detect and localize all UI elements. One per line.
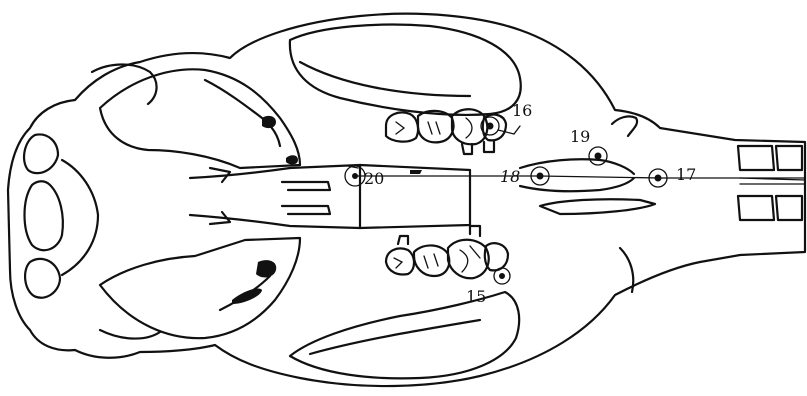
upper-foramen	[262, 116, 276, 128]
palatine-foramen	[410, 170, 422, 174]
condyle-lower-right	[776, 196, 802, 220]
pterygoid-upper	[520, 159, 634, 174]
premaxilla-mid-block	[25, 181, 63, 250]
notch-upper-right	[612, 116, 637, 136]
vomer-notch-upper	[282, 182, 330, 190]
occipital-notch	[620, 248, 633, 292]
vomer-notch-lower	[282, 206, 330, 214]
upper-snout-lobe	[92, 65, 157, 105]
upper-tympanic-inner	[300, 62, 470, 96]
svg-text:15: 15	[466, 287, 486, 306]
landmark-15: 15	[466, 268, 510, 306]
lower-snout-lobe	[100, 330, 160, 339]
incisive-arc	[62, 160, 98, 275]
palate-lower-border	[190, 215, 360, 228]
upper-tympanic-lobe	[290, 25, 521, 115]
landmark-20: 20	[345, 166, 384, 188]
skull-outline	[8, 14, 805, 386]
svg-text:19: 19	[570, 127, 590, 146]
premaxilla-left-block	[24, 134, 58, 173]
lower-molar-row	[386, 226, 508, 278]
condyle-upper-right	[776, 146, 802, 170]
condyle-upper	[738, 146, 774, 170]
lower-foramen-streak	[232, 288, 262, 304]
svg-text:17: 17	[676, 165, 696, 184]
premaxilla-lower-block	[25, 259, 60, 298]
lower-orbit-outline	[100, 238, 300, 338]
midline	[355, 176, 805, 180]
condyle-lower	[738, 196, 774, 220]
upper-zygomatic-inner	[205, 80, 280, 146]
svg-text:16: 16	[512, 101, 532, 120]
lower-tympanic-inner	[310, 320, 480, 354]
svg-text:18: 18	[500, 167, 520, 186]
svg-text:20: 20	[364, 169, 384, 188]
lower-foramen-large	[256, 260, 276, 277]
upper-molar-row	[386, 109, 506, 154]
landmark-16: 16	[481, 101, 532, 135]
upper-small-foramen	[286, 155, 298, 164]
landmark-17: 17	[649, 165, 696, 187]
basioccipital-bar	[540, 199, 655, 214]
